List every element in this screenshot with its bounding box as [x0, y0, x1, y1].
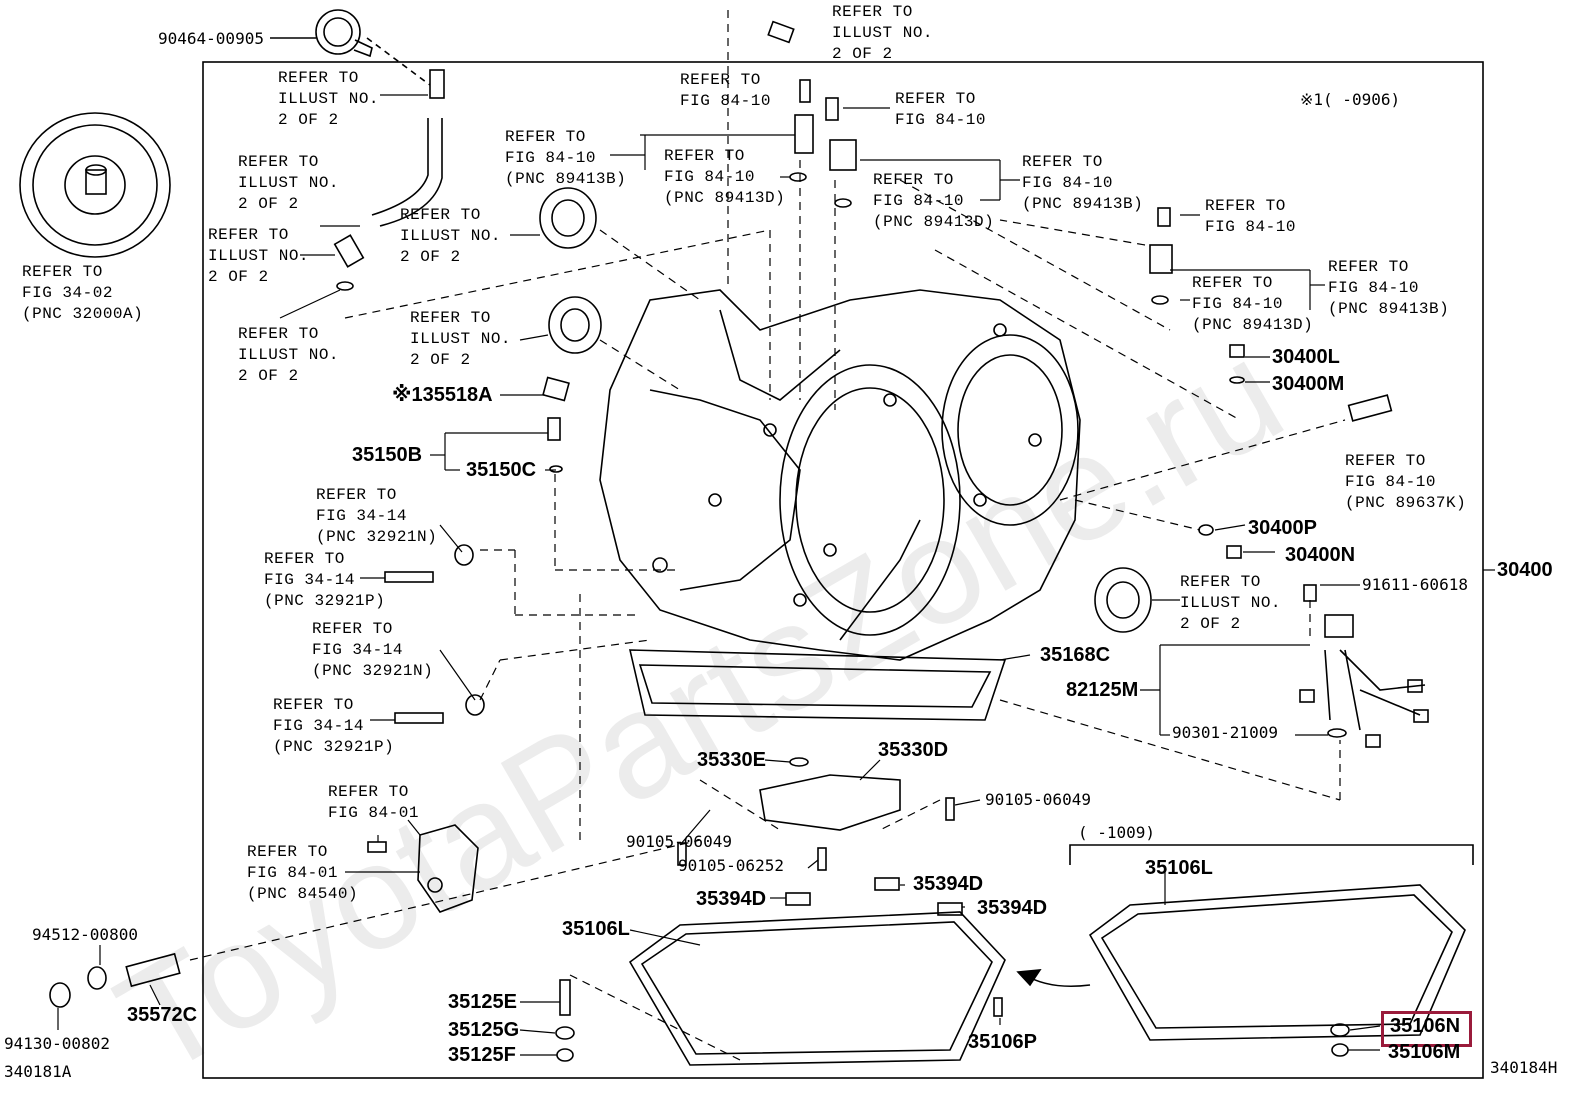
part-35394D-c[interactable]: 35394D [977, 897, 1048, 919]
label-torque-converter: REFER TO FIG 34-02 (PNC 32000A) [22, 263, 144, 323]
label-sensor-a: REFER TO FIG 84-10 (PNC 89413B) [505, 128, 627, 188]
label-cooler-union-1: REFER TO FIG 34-14 (PNC 32921P) [264, 550, 386, 610]
part-30400P[interactable]: 30400P [1248, 517, 1317, 539]
label-right-bolt: REFER TO FIG 84-10 [1205, 197, 1296, 236]
range-bracket [1069, 844, 1474, 865]
leader-lines [189, 10, 1346, 1061]
part-90301-21009[interactable]: 90301-21009 [1172, 723, 1278, 742]
part-35125F[interactable]: 35125F [448, 1044, 516, 1066]
part-35168C[interactable]: 35168C [1040, 644, 1111, 666]
part-90105-06049-left[interactable]: 90105-06049 [626, 832, 732, 851]
label-union: REFER TO ILLUST NO. 2 OF 2 [208, 226, 310, 286]
label-top-bolt: REFER TO ILLUST NO. 2 OF 2 [278, 69, 380, 129]
part-35518A[interactable]: ※135518A [392, 384, 493, 406]
part-90464-00905[interactable]: 90464-00905 [158, 29, 264, 48]
label-cooler-oring-1: REFER TO FIG 34-14 (PNC 32921N) [316, 486, 438, 546]
label-sensor-c: REFER TO FIG 84-10 (PNC 89413D) [873, 171, 995, 231]
sensors-drawing [336, 79, 1393, 422]
label-side-seal: REFER TO ILLUST NO. 2 OF 2 [1180, 573, 1282, 633]
label-speed-sensor: REFER TO FIG 84-10 (PNC 89637K) [1345, 452, 1467, 512]
label-right-sensor: REFER TO FIG 84-10 (PNC 89413D) [1192, 274, 1314, 334]
part-30400[interactable]: 30400 [1497, 559, 1553, 581]
label-sensor-b: REFER TO FIG 84-10 (PNC 89413D) [664, 147, 786, 207]
part-94130-00802[interactable]: 94130-00802 [4, 1034, 110, 1053]
part-35150B[interactable]: 35150B [352, 444, 423, 466]
part-35106L-b[interactable]: 35106L [1145, 857, 1213, 879]
label-sensor-c-ext: REFER TO FIG 84-10 (PNC 89413B) [1022, 153, 1144, 213]
label-sensor-b-bolt: REFER TO FIG 84-10 [895, 90, 986, 129]
torque-converter-drawing [19, 112, 171, 258]
label-nsw: REFER TO FIG 84-01 (PNC 84540) [247, 843, 359, 903]
clamp-drawing [315, 9, 373, 58]
label-cooler-oring-2: REFER TO FIG 34-14 (PNC 32921N) [312, 620, 434, 680]
part-90105-06049-right[interactable]: 90105-06049 [985, 790, 1091, 809]
label-seal-upper: REFER TO ILLUST NO. 2 OF 2 [832, 3, 934, 63]
strainer-drawing [759, 774, 901, 831]
label-cooler-union-2: REFER TO FIG 34-14 (PNC 32921P) [273, 696, 395, 756]
part-82125M[interactable]: 82125M [1066, 679, 1139, 701]
part-35106N[interactable]: 35106N [1390, 1015, 1461, 1037]
note-range-2: ( -1009) [1078, 823, 1156, 842]
breather-hose-drawing [333, 69, 445, 268]
label-sensor-a-bolt: REFER TO FIG 84-10 [680, 71, 771, 110]
label-oring-left: REFER TO ILLUST NO. 2 OF 2 [238, 325, 340, 385]
part-35394D-b[interactable]: 35394D [696, 888, 767, 910]
part-35106M[interactable]: 35106M [1388, 1041, 1461, 1063]
highlight-box [1381, 1011, 1472, 1047]
neutral-switch-drawing [367, 824, 479, 913]
part-35394D-a[interactable]: 35394D [913, 873, 984, 895]
part-35106L-a[interactable]: 35106L [562, 918, 630, 940]
wiring-harness-drawing [1299, 614, 1429, 748]
part-35106P[interactable]: 35106P [968, 1031, 1037, 1053]
label-nsw-bolt: REFER TO FIG 84-01 [328, 783, 419, 822]
part-94512-00800[interactable]: 94512-00800 [32, 925, 138, 944]
part-35330E[interactable]: 35330E [697, 749, 766, 771]
footer-code-right: 340184H [1490, 1058, 1558, 1077]
part-30400L[interactable]: 30400L [1272, 346, 1340, 368]
oil-pan-right-drawing [1088, 884, 1466, 1041]
part-30400M[interactable]: 30400M [1272, 373, 1345, 395]
label-seal-middle: REFER TO ILLUST NO. 2 OF 2 [410, 309, 512, 369]
transmission-case-drawing [599, 289, 1081, 721]
footer-code-left: 340181A [4, 1062, 72, 1081]
part-90105-06252[interactable]: 90105-06252 [678, 856, 784, 875]
bolts-nuts-drawing [49, 20, 1350, 1062]
part-35125E[interactable]: 35125E [448, 991, 517, 1013]
label-breather-hose: REFER TO ILLUST NO. 2 OF 2 [400, 206, 502, 266]
solid-leaders [57, 94, 1495, 1056]
part-35330D[interactable]: 35330D [878, 739, 949, 761]
part-35150C[interactable]: 35150C [466, 459, 537, 481]
note-range-1: ※1( -0906) [1300, 90, 1401, 109]
part-35572C[interactable]: 35572C [127, 1004, 198, 1026]
label-breather-bolt: REFER TO ILLUST NO. 2 OF 2 [238, 153, 340, 213]
label-right-sensor-ext: REFER TO FIG 84-10 (PNC 89413B) [1328, 258, 1450, 318]
part-91611-60618[interactable]: 91611-60618 [1362, 575, 1468, 594]
part-30400N[interactable]: 30400N [1285, 544, 1356, 566]
part-35125G[interactable]: 35125G [448, 1019, 520, 1041]
oil-pan-left-drawing [628, 911, 1006, 1066]
oil-seals-drawing [539, 187, 1152, 633]
